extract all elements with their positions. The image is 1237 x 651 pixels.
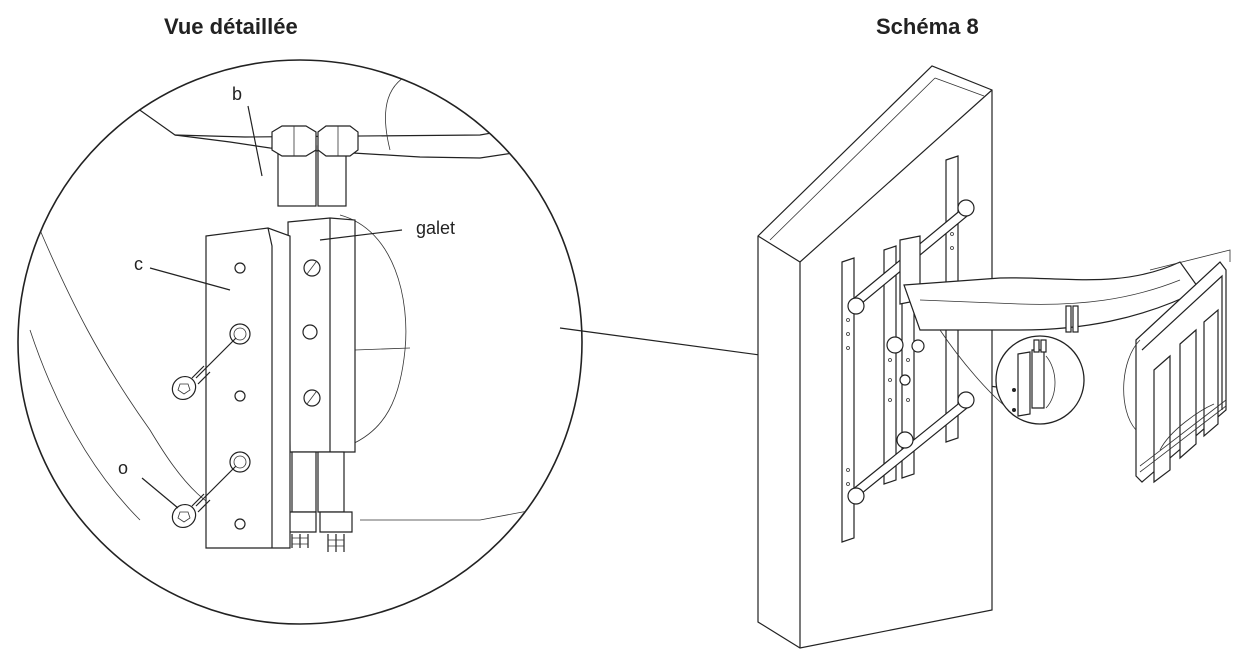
label-o: o bbox=[118, 458, 128, 478]
label-galet: galet bbox=[416, 218, 455, 238]
overview-drawing bbox=[757, 65, 1231, 649]
screw-lower bbox=[171, 465, 237, 529]
label-b: b bbox=[232, 84, 242, 104]
detail-circle: b c galet o bbox=[17, 59, 583, 625]
label-c: c bbox=[134, 254, 143, 274]
screw-upper bbox=[171, 337, 237, 401]
detail-view-title: Vue détaillée bbox=[164, 14, 298, 39]
figure-title: Schéma 8 bbox=[876, 14, 979, 39]
